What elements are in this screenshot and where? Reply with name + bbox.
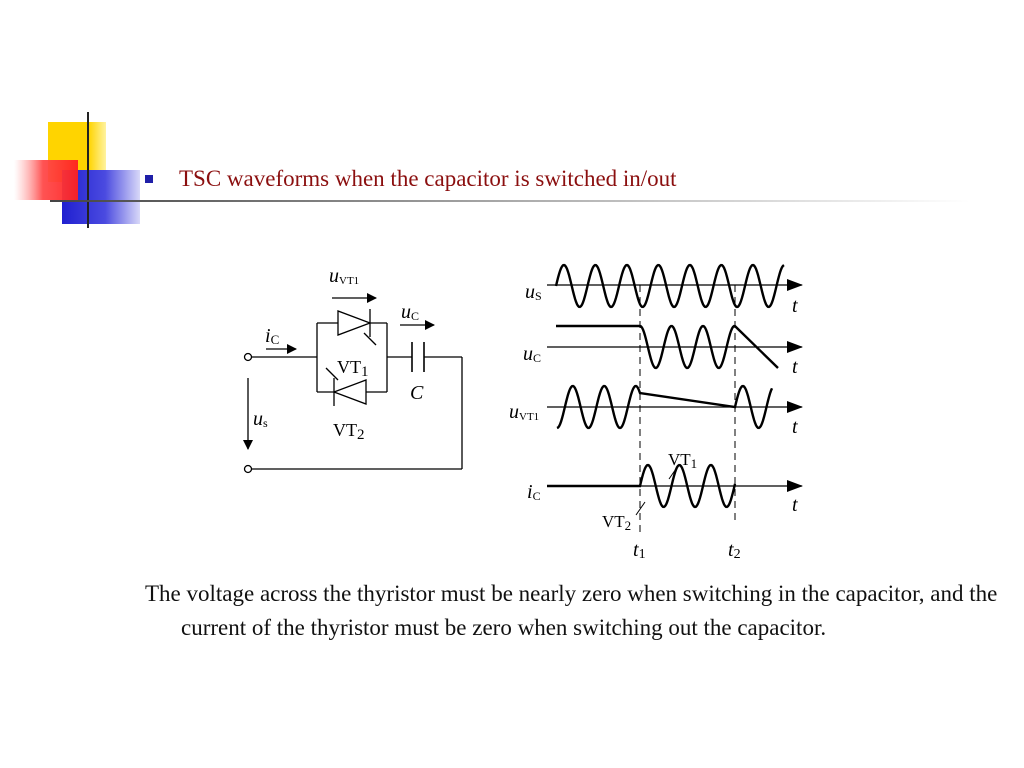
us-t-label: t	[792, 295, 798, 317]
waveforms	[547, 263, 803, 535]
uc-t-label: t	[792, 356, 798, 378]
body-paragraph: The voltage across the thyristor must be…	[145, 581, 998, 640]
vt1-wave-label: VT1	[668, 450, 697, 471]
vt2-label: VT2	[333, 420, 365, 443]
ic-label: iC	[265, 325, 279, 347]
vt2-thyristor-symbol	[332, 379, 367, 405]
circuit	[243, 293, 463, 474]
wave-ic-label: iC	[527, 481, 541, 503]
wave-uvt1-label: uVT1	[509, 401, 539, 423]
slide-title: TSC waveforms when the capacitor is swit…	[179, 166, 677, 191]
uc-waveform	[556, 324, 779, 370]
vt1-gate	[363, 332, 377, 346]
uvt1-t-label: t	[792, 416, 798, 438]
vt1-label: VT1	[337, 357, 369, 380]
us-waveform	[554, 263, 785, 309]
vt2-callout-line	[635, 501, 646, 516]
vt1-callout-line	[668, 465, 679, 480]
vt1-thyristor-symbol	[337, 310, 372, 336]
terminal-bottom	[243, 464, 253, 474]
corner-decoration	[14, 112, 140, 228]
red-block	[14, 160, 78, 200]
t1-label: t1	[633, 539, 646, 562]
uvt1-waveform	[556, 384, 774, 430]
uc-label: uC	[401, 301, 419, 323]
t2-label: t2	[728, 539, 741, 562]
us-label: us	[253, 408, 268, 430]
bullet-icon	[145, 175, 153, 183]
ic-waveform	[547, 463, 737, 509]
ic-t-label: t	[792, 494, 798, 516]
wave-uc-label: uC	[523, 343, 541, 365]
wave-us-label: uS	[525, 281, 542, 303]
terminal-top	[243, 352, 253, 362]
uvt1-label: uVT1	[329, 265, 359, 287]
vt2-gate	[325, 367, 339, 381]
title-row: TSC waveforms when the capacitor is swit…	[145, 166, 677, 192]
vt2-wave-label: VT2	[602, 512, 631, 533]
capacitor-label: C	[410, 382, 424, 404]
